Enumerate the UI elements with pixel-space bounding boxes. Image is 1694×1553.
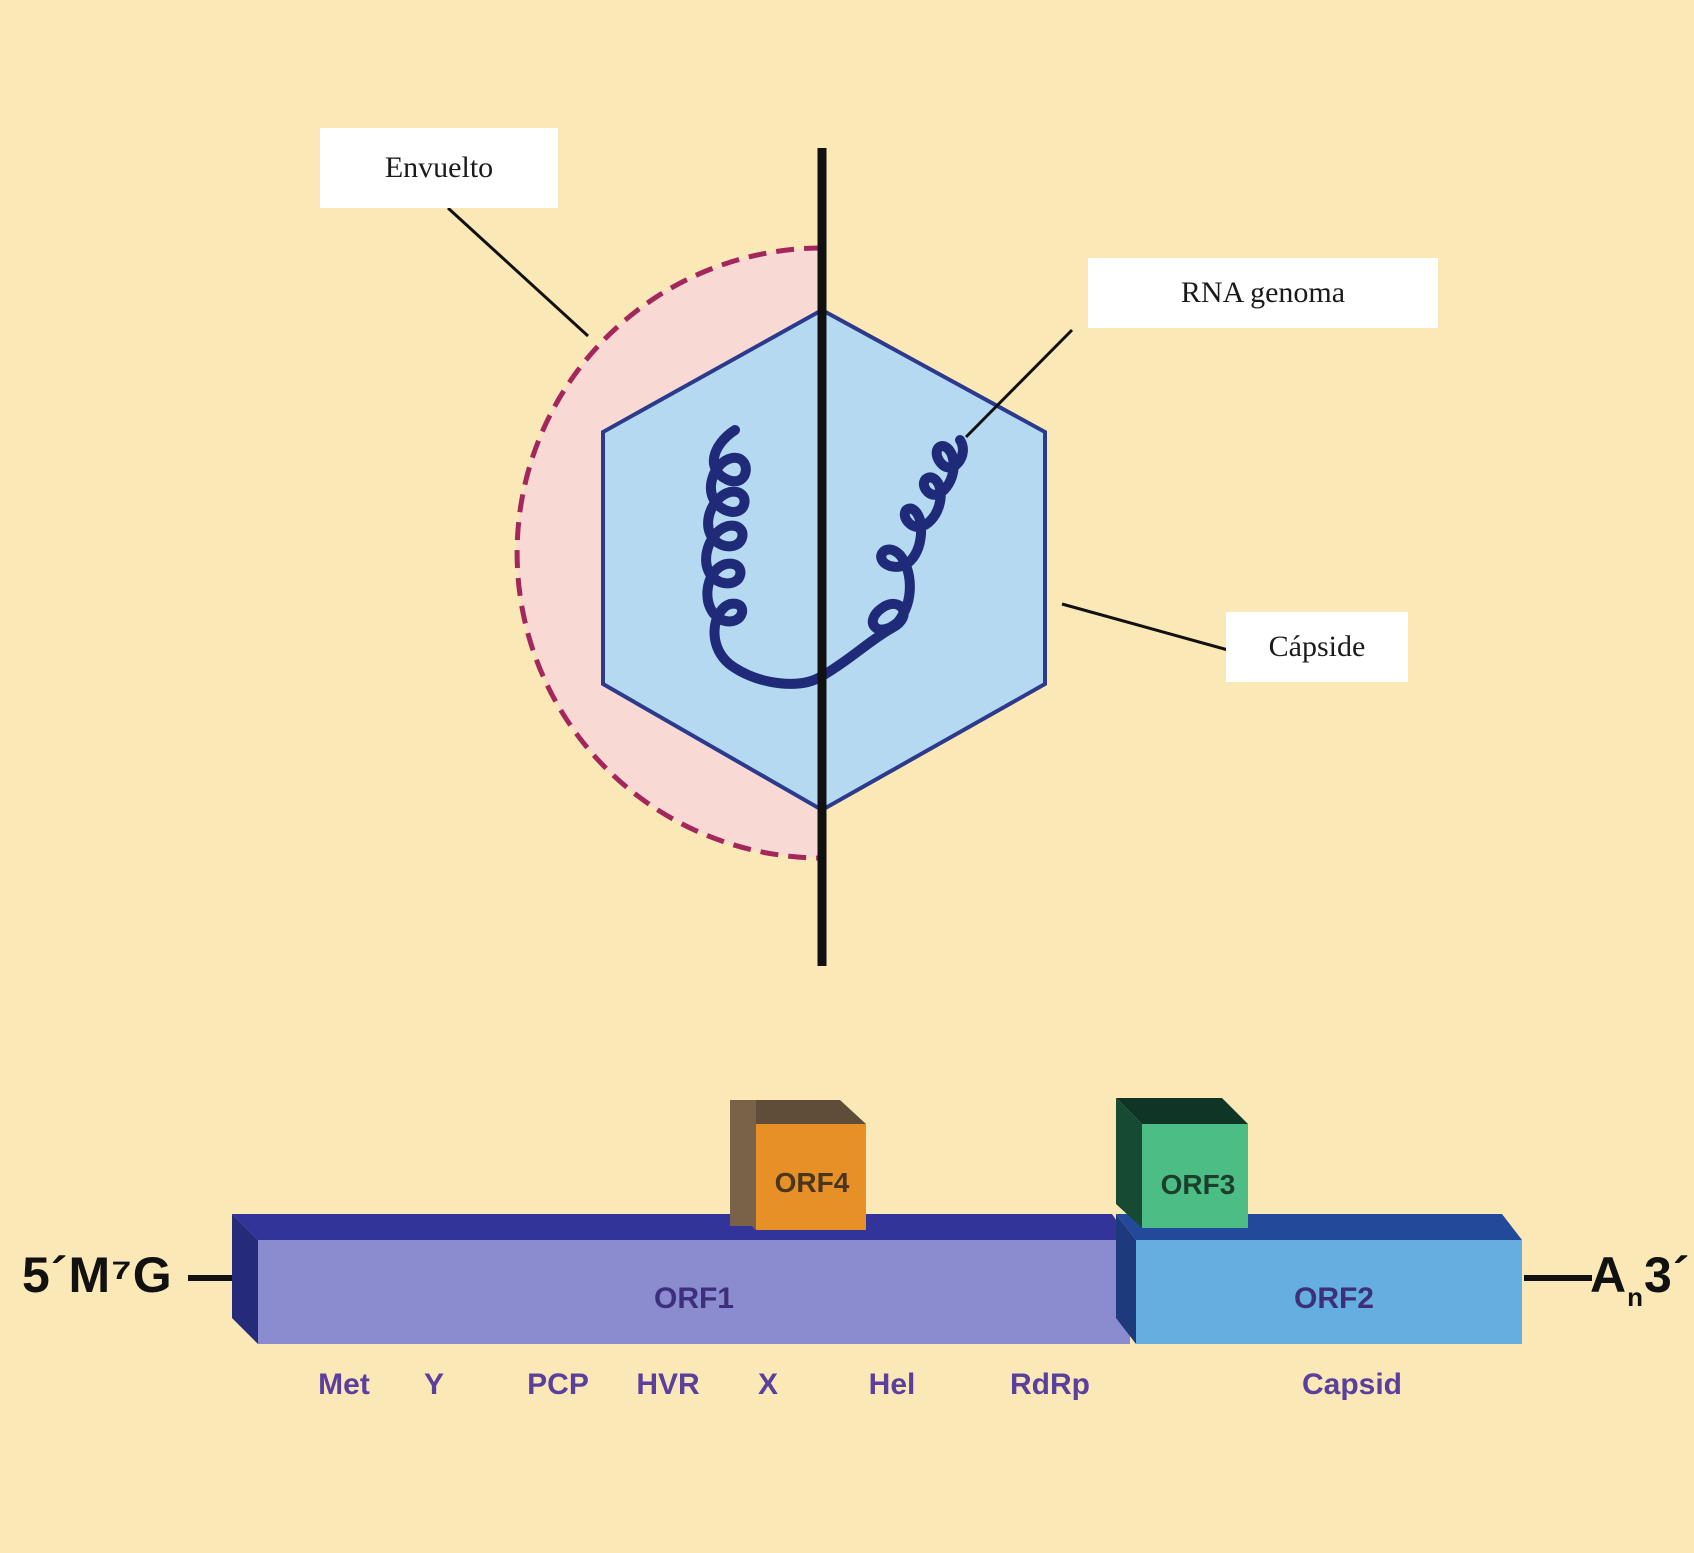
- envelope-leader-line: [446, 206, 590, 338]
- domain-label-pcp: PCP: [527, 1368, 589, 1401]
- rna-genome-label: RNA genoma: [1088, 258, 1438, 328]
- rna-coil-right: [817, 435, 968, 681]
- domain-label-hel: Hel: [869, 1368, 916, 1401]
- domain-label-met: Met: [318, 1368, 370, 1401]
- polya-a: A: [1590, 1247, 1628, 1303]
- domain-label-y: Y: [424, 1368, 444, 1401]
- capsid-label: Cápside: [1226, 612, 1408, 682]
- envelope-dashed-outline: [514, 245, 823, 861]
- orf3-label: ORF3: [1161, 1169, 1236, 1200]
- orf3-box: [1116, 1098, 1248, 1228]
- five-prime-cap-label: 5´M⁷G: [22, 1247, 173, 1303]
- rna-leader-line: [964, 328, 1074, 439]
- rna-coil-left: [701, 425, 827, 689]
- orf4-label: ORF4: [775, 1167, 850, 1198]
- envelope-label: Envuelto: [320, 128, 558, 208]
- polya-subscript-n: n: [1627, 1282, 1644, 1312]
- orf1-label: ORF1: [654, 1282, 734, 1315]
- orf4-box: [730, 1100, 866, 1230]
- three-prime-polya-label: An3´: [1590, 1246, 1690, 1313]
- three-prime-label: 3´: [1644, 1247, 1691, 1303]
- domain-label-hvr: HVR: [636, 1368, 700, 1401]
- virion-diagram: [446, 148, 1229, 966]
- domain-label-capsid: Capsid: [1302, 1368, 1402, 1401]
- domain-label-x: X: [758, 1368, 778, 1401]
- orf2-bar: [1116, 1214, 1522, 1344]
- capsid-leader-line: [1061, 602, 1229, 652]
- orf2-label: ORF2: [1294, 1282, 1374, 1315]
- orf1-bar: [232, 1214, 1130, 1344]
- domain-label-rdrp: RdRp: [1010, 1368, 1090, 1401]
